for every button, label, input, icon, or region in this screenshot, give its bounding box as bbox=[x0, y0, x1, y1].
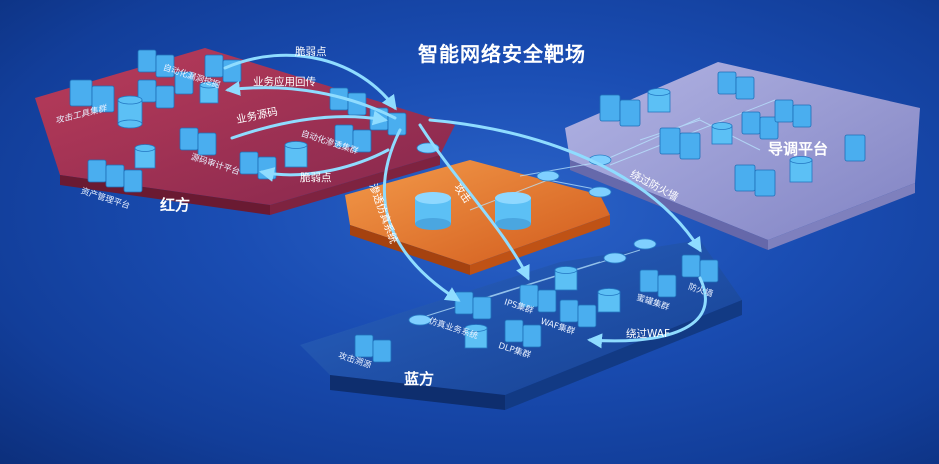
red-zone-label: 红方 bbox=[160, 196, 191, 214]
director-zone-label: 导调平台 bbox=[768, 140, 829, 158]
flow-arrows bbox=[223, 53, 707, 349]
page-title: 智能网络安全靶场 bbox=[418, 42, 586, 66]
core-router-icons bbox=[415, 192, 531, 230]
switch-icons bbox=[408, 142, 657, 326]
blue-zone-label: 蓝方 bbox=[404, 370, 435, 388]
blue-zone bbox=[300, 240, 742, 410]
server-icons bbox=[69, 49, 866, 363]
flow-label-bypass-waf: 绕过WAF bbox=[626, 328, 671, 340]
flow-label-vuln-bottom: 脆弱点 bbox=[300, 172, 332, 184]
core-network-zone bbox=[345, 160, 610, 275]
flow-label-vuln-top: 脆弱点 bbox=[295, 46, 327, 58]
database-icons bbox=[117, 81, 813, 349]
flow-label-business-feedback: 业务应用回传 bbox=[253, 76, 316, 88]
